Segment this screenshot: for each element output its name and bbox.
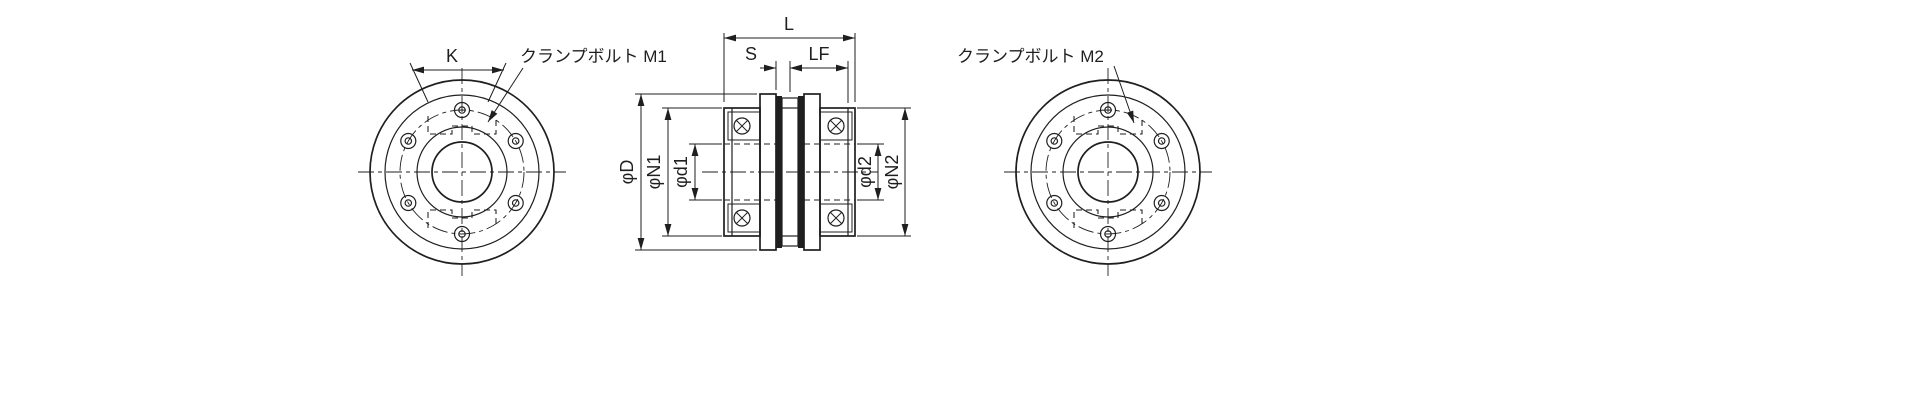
clamp-bolt-m2-callout: クランプボルト M2 (957, 47, 1135, 124)
dimension-label-phi-n1: φN1 (644, 155, 664, 190)
dimension-phi-d: φD (617, 93, 757, 251)
side-view-bolt (827, 117, 845, 135)
bolt-circle (733, 209, 751, 227)
clamp-bolt-m2-label: クランプボルト M2 (957, 47, 1104, 66)
dimension-phi-d2: φd2 (855, 143, 884, 201)
right-flange-front-view: クランプボルト M2 (957, 47, 1212, 276)
bolt-cross-line (735, 211, 749, 225)
bolt-outer-circle (1153, 132, 1170, 150)
dimension-label-k: K (446, 46, 458, 66)
extension-line (487, 62, 507, 103)
bolt-socket-circle (511, 137, 520, 145)
clamp-bolt-m1-label: クランプボルト M1 (520, 47, 667, 66)
bolt-hole (1153, 194, 1170, 212)
bolt-socket-circle (404, 137, 413, 145)
hub-boss-circle (416, 126, 508, 218)
bolt-outer-circle (400, 194, 417, 212)
dimension-l: L (723, 14, 856, 102)
bolt-socket-circle (1157, 199, 1166, 207)
bolt-hole (1099, 101, 1117, 119)
dimension-label-l: L (784, 14, 794, 34)
bolt-hole (507, 132, 524, 150)
bolt-outer-circle (1099, 225, 1117, 243)
side-view-bolt (733, 117, 751, 135)
clamp-slot-hidden-outline-top (427, 116, 497, 135)
bolt-boss-outline (819, 203, 853, 233)
bolt-socket-circle (404, 199, 413, 207)
right-hub-body (819, 107, 856, 237)
clamp-bolt-m1-callout: クランプボルト M1 (487, 47, 667, 123)
dimension-lf: LF (790, 44, 849, 103)
bolt-circle-centerline (1045, 109, 1171, 235)
bolt-outer-circle (1153, 194, 1170, 212)
dimension-label-lf: LF (808, 44, 829, 64)
extension-line (409, 62, 429, 103)
hub-boss-circle (1062, 126, 1154, 218)
clamp-slot-hidden-outline-bottom (427, 209, 497, 228)
clamp-slot-hidden-outline-bottom (1073, 209, 1143, 228)
bolt-socket-circle (511, 199, 520, 207)
bolt-socket-circle (1050, 199, 1059, 207)
bolt-circle (827, 209, 845, 227)
dimension-label-s: S (745, 44, 757, 64)
dimension-phi-d1: φd1 (671, 143, 722, 201)
bolt-cross-line (735, 119, 749, 133)
dimension-label-phi-d: φD (617, 160, 637, 185)
flange-step-circle (1030, 94, 1186, 250)
bolt-cross-line (829, 119, 843, 133)
leader-line (1113, 65, 1135, 124)
bolt-outer-circle (507, 132, 524, 150)
bolt-outer-circle (400, 132, 417, 150)
bolt-boss-outline (819, 111, 853, 141)
bolt-hole (1046, 132, 1063, 150)
bolt-socket-circle (1104, 106, 1112, 114)
clamp-slot-hidden-outline-top (1073, 116, 1143, 135)
outer-diameter-circle (1015, 79, 1201, 265)
bore-circle (431, 141, 493, 203)
dimension-phi-n1: φN1 (644, 107, 722, 237)
bolt-circle (733, 117, 751, 135)
disc-pack-left (776, 96, 782, 248)
bolt-boss-outline (727, 203, 761, 233)
bolt-socket-circle (1050, 137, 1059, 145)
bolt-outer-circle (507, 194, 524, 212)
bolt-hole (453, 225, 471, 243)
bolt-hole (453, 101, 471, 119)
bolt-outer-circle (1046, 194, 1063, 212)
side-view-bolt (733, 209, 751, 227)
bolt-hole (1099, 225, 1117, 243)
bore-circle (1077, 141, 1139, 203)
dimension-label-phi-d2: φd2 (855, 156, 875, 188)
bolt-hole (400, 194, 417, 212)
disc-pack-right (798, 96, 804, 248)
bolt-socket-circle (1157, 137, 1166, 145)
bolt-socket-circle (458, 230, 466, 238)
bolt-circle-centerline (399, 109, 525, 235)
dimension-label-phi-d1: φd1 (671, 156, 691, 188)
bolt-circle (827, 117, 845, 135)
left-flange-front-view: K クランプボルト M1 (358, 46, 667, 276)
dimension-label-phi-n2: φN2 (882, 155, 902, 190)
dimension-phi-n2: φN2 (857, 107, 911, 237)
bolt-outer-circle (453, 225, 471, 243)
dimension-s: S (745, 44, 804, 92)
flange-step-circle (384, 94, 540, 250)
bolt-outer-circle (1099, 101, 1117, 119)
bolt-hole (400, 132, 417, 150)
bolt-outer-circle (1046, 132, 1063, 150)
leader-line (487, 67, 524, 123)
center-side-view: L S LF φD φN1 (617, 14, 911, 251)
bolt-hole (1046, 194, 1063, 212)
bolt-socket-circle (458, 106, 466, 114)
bolt-cross-line (829, 211, 843, 225)
bolt-hole (507, 194, 524, 212)
bolt-boss-outline (727, 111, 761, 141)
bolt-outer-circle (453, 101, 471, 119)
outer-diameter-circle (369, 79, 555, 265)
dimension-k: K (409, 46, 507, 103)
bolt-socket-circle (1104, 230, 1112, 238)
bolt-hole (1153, 132, 1170, 150)
side-view-bolt (827, 209, 845, 227)
